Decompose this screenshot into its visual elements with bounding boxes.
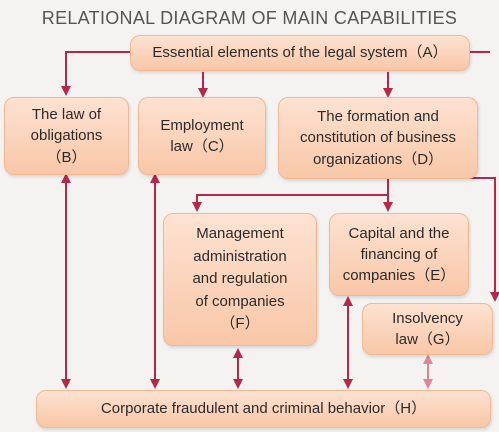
node-d-formation-constitution: The formation and constitution of busine…: [278, 97, 478, 179]
node-b-line-2: obligations: [30, 127, 103, 145]
node-f-line-2: administration: [193, 247, 287, 265]
node-e-line-2: financing of: [360, 245, 438, 263]
connector-a-to-b: [61, 51, 130, 96]
node-h-corporate-fraud: Corporate fraudulent and criminal behavi…: [36, 390, 491, 428]
node-g-insolvency-law: Insolvency law（G）: [362, 303, 493, 355]
node-c-line-2: law（C）: [170, 138, 234, 155]
node-f-line-3: and regulation: [192, 270, 288, 288]
node-f-line-4: of companies: [195, 292, 285, 310]
node-e-line-1: Capital and the: [348, 224, 450, 242]
node-g-line-1: Insolvency: [392, 309, 463, 327]
node-c-line-1: Employment: [160, 116, 244, 134]
node-f-line-1: Management: [196, 225, 284, 243]
diagram-title: RELATIONAL DIAGRAM OF MAIN CAPABILITIES: [41, 8, 458, 28]
node-h-line-1: Corporate fraudulent and criminal behavi…: [100, 400, 427, 418]
node-d-line-1: The formation and: [317, 108, 439, 126]
node-b-law-of-obligations: The law of obligations （B）: [4, 97, 129, 175]
node-g-line-2: law（G）: [395, 331, 460, 348]
connector-d-to-g: [470, 177, 499, 302]
node-b-line-3: （B）: [46, 148, 87, 166]
node-a-essential-elements: Essential elements of the legal system（A…: [130, 35, 470, 71]
connector-d-to-f: [192, 178, 389, 212]
node-a-line-1: Essential elements of the legal system（A…: [152, 44, 448, 62]
node-b-line-1: The law of: [31, 106, 102, 124]
node-c-employment-law: Employment law（C）: [138, 97, 266, 175]
node-e-capital-financing: Capital and the financing of companies（E…: [329, 213, 469, 296]
node-d-line-3: organizations（D）: [312, 150, 444, 168]
node-f-management-administration: Management administration and regulation…: [163, 213, 317, 346]
node-f-line-5: （F）: [220, 315, 260, 333]
node-d-line-2: constitution of business: [300, 129, 456, 147]
node-e-line-3: companies（E）: [342, 267, 456, 285]
